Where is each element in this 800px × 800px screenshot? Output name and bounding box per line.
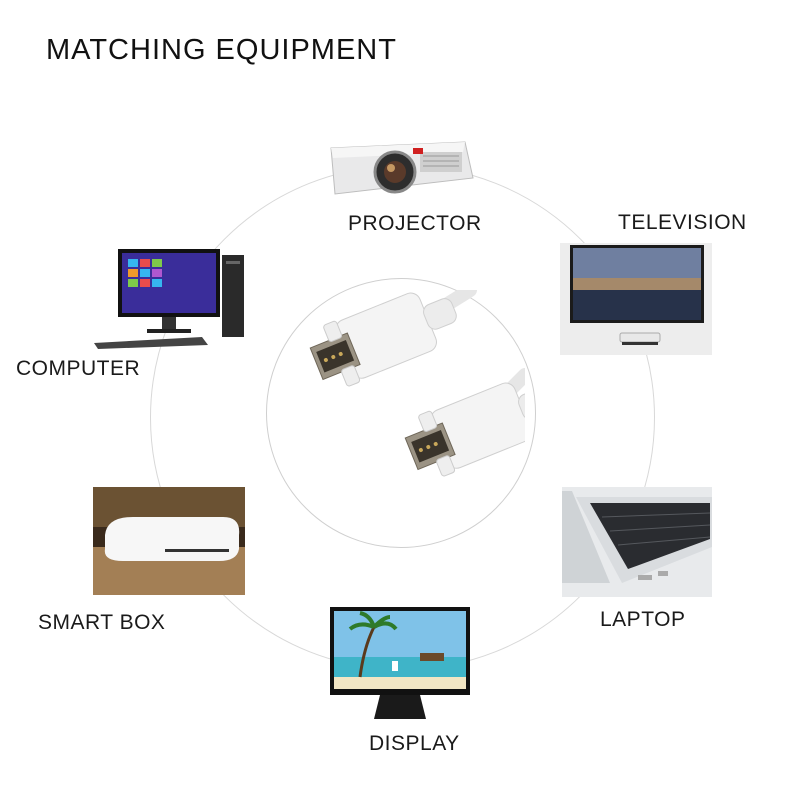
- label-television: TELEVISION: [618, 211, 747, 234]
- label-smart-box: SMART BOX: [38, 611, 166, 634]
- label-laptop: LAPTOP: [600, 608, 686, 631]
- page-title: MATCHING EQUIPMENT: [46, 34, 397, 66]
- label-computer: COMPUTER: [16, 357, 141, 380]
- computer-image: [92, 245, 247, 350]
- label-display: DISPLAY: [369, 732, 460, 755]
- laptop-image: [562, 487, 712, 597]
- projector-image: [325, 138, 475, 200]
- label-projector: PROJECTOR: [348, 212, 482, 235]
- display-image: [330, 607, 470, 719]
- television-image: [560, 243, 712, 355]
- smart-box-image: [93, 487, 245, 595]
- dvi-cable-illustration: [285, 290, 525, 520]
